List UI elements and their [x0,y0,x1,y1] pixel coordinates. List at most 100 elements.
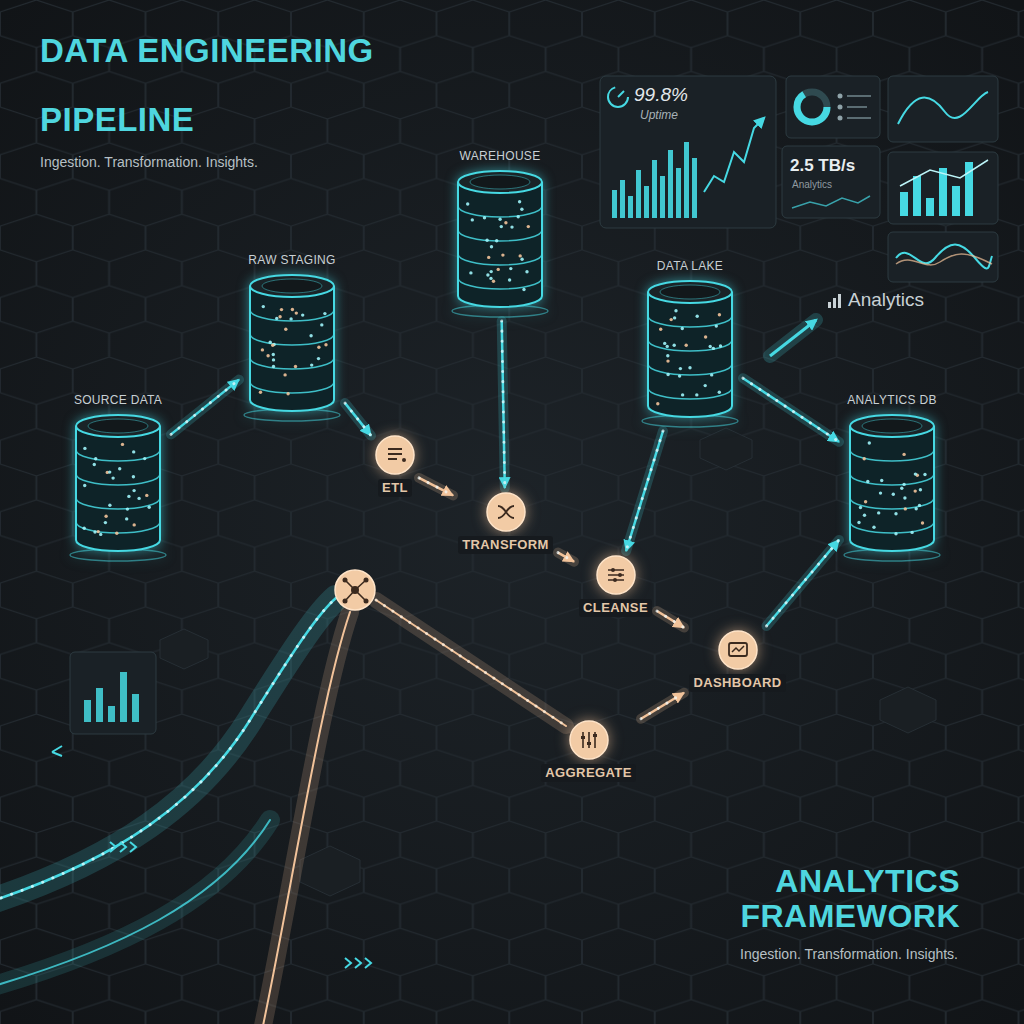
cylinder-top [648,281,732,303]
connector-packets [345,403,371,436]
connector-line [767,540,840,626]
data-dot [902,453,905,456]
tagline: Ingestion. Transformation. Insights. [40,154,258,170]
data-dot [295,311,298,314]
data-dot [519,254,522,257]
cylinder-top-inner [88,419,148,433]
data-dot [868,441,871,444]
data-dot [291,308,294,311]
process-circle [374,434,416,476]
data-dot [919,488,922,491]
connector-packets [502,321,505,488]
cylinder-top [250,275,334,297]
data-dot [894,512,897,515]
connector-glow [626,431,663,551]
process-node: TRANSFORM [456,491,555,554]
flow-connector [345,403,371,436]
data-dot [132,489,135,492]
data-dot [666,354,669,357]
data-dot [121,443,124,446]
data-dot [132,475,135,478]
data-dot [914,489,917,492]
data-dot [262,305,265,308]
data-dot [289,317,292,320]
data-dot [483,216,486,219]
data-dot [132,450,135,453]
data-dot [517,215,520,218]
data-dot [266,354,269,357]
data-dot [704,335,707,338]
connector-line [171,380,239,435]
data-dot [83,527,86,530]
connector-line [626,431,663,551]
flow-connector [767,540,840,626]
cylinder-band [850,474,934,485]
data-dot [520,208,523,211]
cylinder-band [250,310,334,321]
data-dot [111,476,114,479]
connector-glow [657,611,684,628]
data-dot [718,313,721,316]
data-dot [94,457,97,460]
cylinder-band [76,498,160,509]
connector-packets [743,378,839,442]
connector-packets [767,540,840,626]
data-dot [864,500,867,503]
cylinder-icon [640,278,740,428]
connector-glow [558,553,574,562]
cylinder-body [458,182,542,307]
process-label: DASHBOARD [689,674,785,692]
data-dot [118,467,121,470]
process-disc [487,493,525,531]
data-dot [910,531,913,534]
data-dot [709,345,712,348]
data-dot [489,277,492,280]
flow-connector [502,321,505,488]
database-cylinder: ANALYTICS DB [842,392,942,562]
data-dot [704,384,707,387]
data-dot [309,334,312,337]
connector-line [345,403,371,436]
data-dot [492,280,495,283]
data-dot [490,245,493,248]
process-disc [719,631,757,669]
cylinder-band [648,316,732,327]
data-dot [877,511,880,514]
data-dot [902,483,905,486]
process-disc [376,436,414,474]
data-dot [272,353,275,356]
connector-glow [171,380,239,435]
data-dot [900,487,903,490]
cylinder-band [458,206,542,217]
hub-circle [335,570,375,610]
data-dot [525,270,528,273]
data-dot [520,258,523,261]
cylinder-icon [450,168,550,318]
data-dot [497,268,500,271]
data-dot [892,493,895,496]
data-dot [504,221,507,224]
data-dot [317,357,320,360]
database-label: SOURCE DATA [74,392,162,408]
cylinder-band [648,340,732,351]
analytics-arrow [770,294,841,356]
cylinder-band [850,498,934,509]
data-dot [666,345,669,348]
process-node: DASHBOARD [687,629,788,692]
cylinder-top [458,171,542,193]
connector-line [743,378,839,442]
data-dot [501,253,504,256]
database-cylinder: WAREHOUSE [450,148,550,318]
cylinder-icon [842,412,942,562]
data-dot [93,463,96,466]
data-dot [527,225,530,228]
data-dot [508,278,511,281]
data-dot [275,317,278,320]
process-circle [595,554,637,596]
cylinder-body [850,426,934,551]
data-dot [863,514,866,517]
data-dot [99,533,102,536]
data-stream [0,598,566,1024]
data-dot [863,457,866,460]
